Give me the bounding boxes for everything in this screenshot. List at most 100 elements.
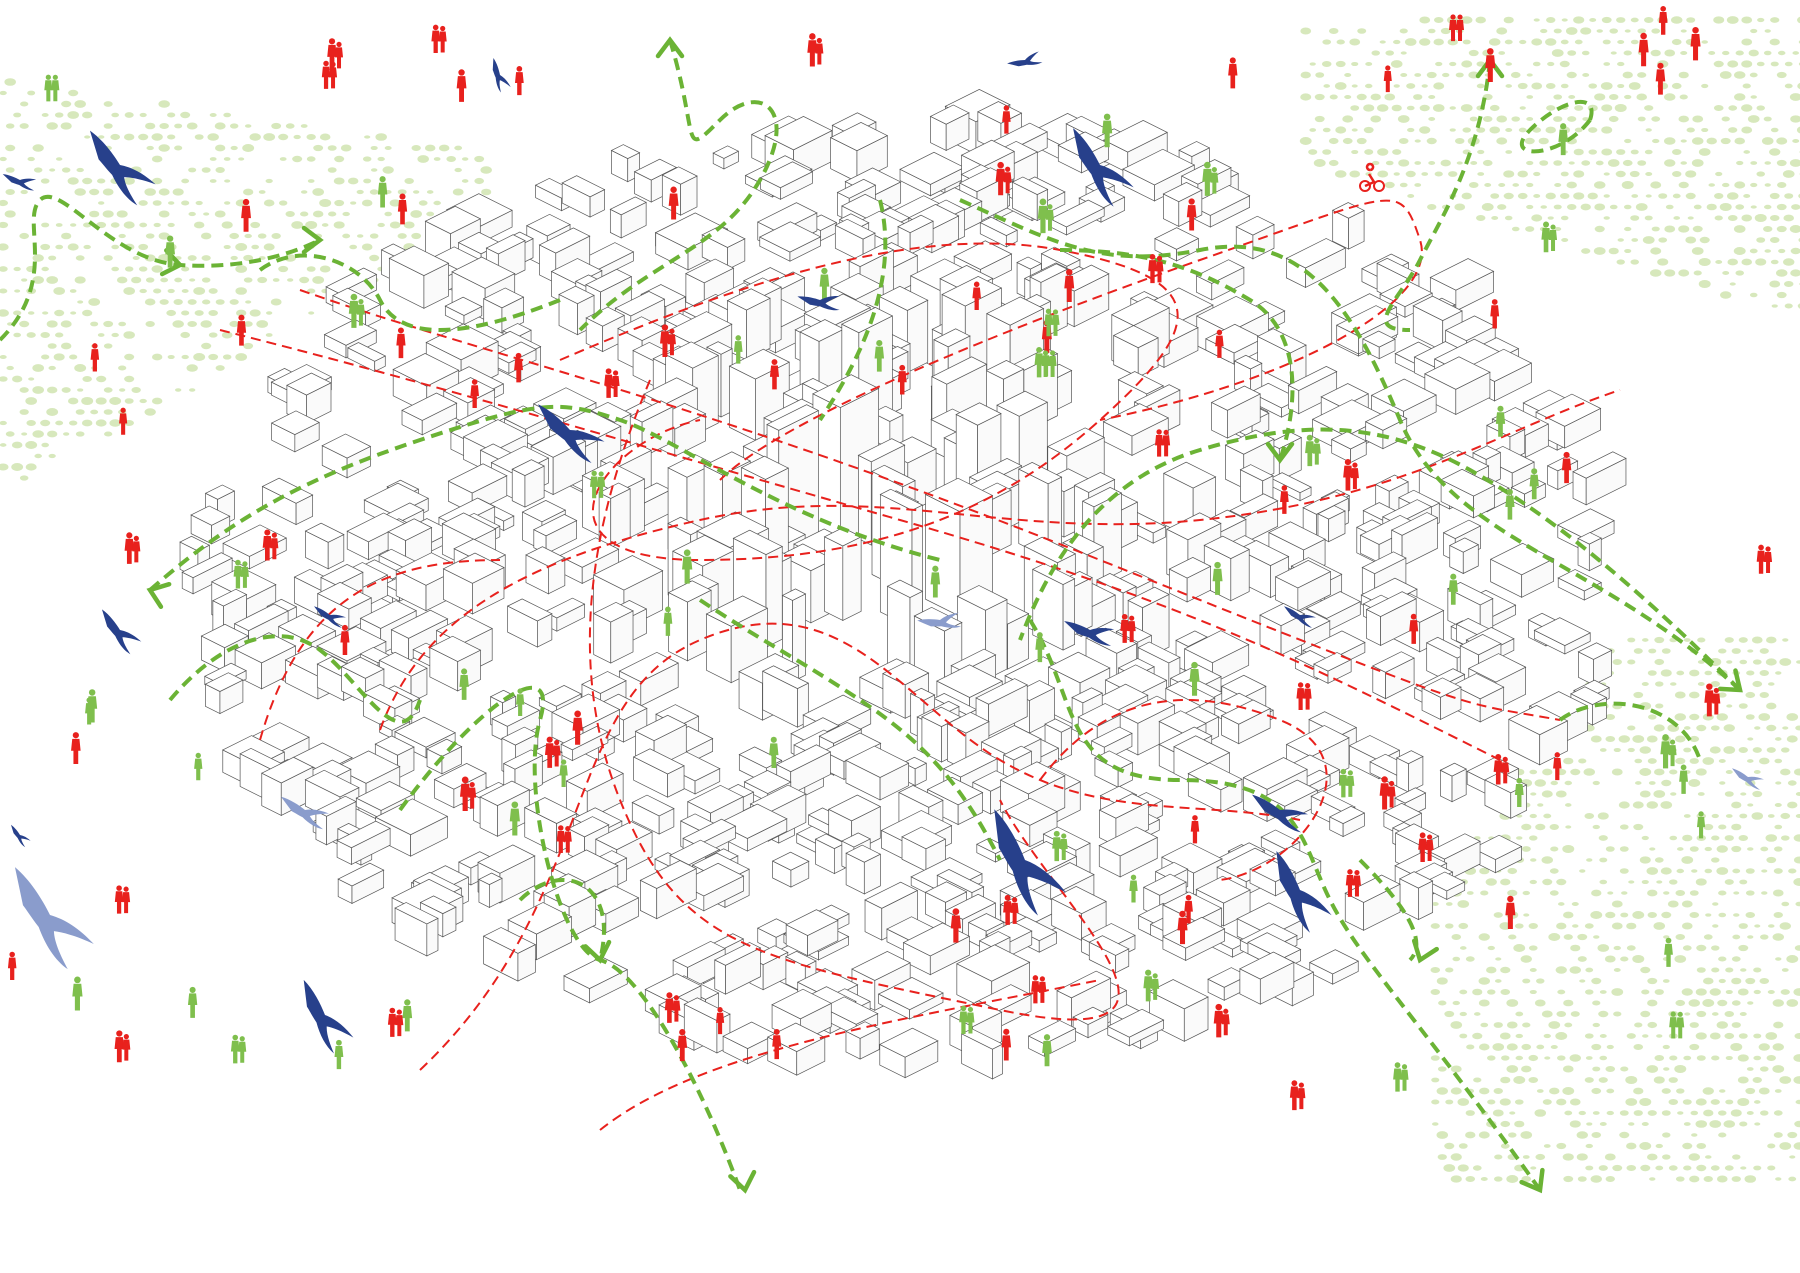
field-dot bbox=[1499, 1098, 1511, 1106]
field-dot bbox=[1531, 82, 1543, 90]
field-dot bbox=[1722, 271, 1730, 275]
pedestrian-head bbox=[1130, 874, 1137, 881]
field-dot bbox=[1515, 1011, 1524, 1017]
field-dot bbox=[1604, 955, 1616, 963]
field-dot bbox=[195, 200, 203, 206]
pedestrian-body bbox=[321, 66, 331, 89]
pedestrian-icon bbox=[335, 41, 344, 69]
field-dot bbox=[1680, 139, 1687, 143]
field-dot bbox=[257, 276, 268, 284]
building bbox=[563, 956, 629, 1004]
field-dot bbox=[1779, 1142, 1792, 1150]
pedestrian-head bbox=[952, 908, 960, 916]
field-dot bbox=[1702, 999, 1715, 1007]
building-roof bbox=[1102, 403, 1170, 437]
field-dot bbox=[4, 210, 16, 218]
field-dot bbox=[1770, 259, 1779, 265]
field-dot bbox=[1414, 183, 1422, 187]
field-dot bbox=[1725, 1099, 1734, 1105]
field-dot bbox=[1585, 989, 1594, 995]
building-roof bbox=[506, 598, 553, 622]
field-dot bbox=[1370, 93, 1381, 101]
field-dot bbox=[1497, 204, 1507, 210]
field-dot bbox=[1723, 746, 1736, 754]
field-dot bbox=[1695, 768, 1707, 776]
field-dot bbox=[1794, 1032, 1800, 1040]
field-dot bbox=[1521, 846, 1531, 852]
field-dot bbox=[1701, 83, 1709, 89]
pedestrian-head bbox=[1305, 683, 1311, 689]
field-dot bbox=[166, 309, 177, 317]
field-dot bbox=[215, 299, 225, 305]
field-dot bbox=[1767, 989, 1775, 995]
pedestrian-body bbox=[51, 80, 60, 102]
building-roof bbox=[732, 529, 784, 556]
building bbox=[1421, 677, 1462, 721]
building bbox=[1572, 451, 1627, 506]
pedestrian-head bbox=[88, 689, 96, 696]
pedestrian-body bbox=[1155, 261, 1164, 283]
field-dot bbox=[1764, 161, 1771, 165]
field-dot bbox=[1591, 1131, 1602, 1139]
field-dot bbox=[1674, 735, 1686, 743]
field-dot bbox=[1566, 204, 1577, 210]
pedestrian-head bbox=[558, 825, 564, 831]
field-dot bbox=[1696, 1142, 1707, 1150]
field-dot bbox=[1661, 1088, 1671, 1094]
field-dot bbox=[1753, 1055, 1762, 1061]
field-dot bbox=[1393, 172, 1400, 176]
field-dot bbox=[1450, 1021, 1463, 1029]
field-dot bbox=[158, 100, 170, 108]
field-dot bbox=[1529, 835, 1538, 841]
field-dot bbox=[1647, 758, 1657, 764]
field-dot bbox=[1686, 127, 1695, 133]
field-dot bbox=[1714, 215, 1723, 221]
field-dot bbox=[1637, 28, 1647, 34]
field-dot bbox=[461, 157, 469, 161]
field-dot bbox=[1731, 1022, 1741, 1028]
field-dot bbox=[189, 278, 196, 282]
field-dot bbox=[1559, 192, 1570, 200]
field-dot bbox=[1725, 989, 1733, 995]
field-dot bbox=[1778, 248, 1786, 254]
field-dot bbox=[1716, 1021, 1728, 1029]
pedestrian-head bbox=[516, 65, 523, 72]
field-dot bbox=[1557, 989, 1566, 995]
building-roof bbox=[550, 258, 603, 285]
field-dot bbox=[1687, 216, 1694, 220]
field-dot bbox=[1584, 1033, 1594, 1039]
field-dot bbox=[208, 353, 219, 361]
building-roof bbox=[1317, 505, 1346, 520]
field-dot bbox=[1616, 149, 1626, 155]
field-dot bbox=[41, 113, 49, 117]
field-dot bbox=[1509, 1111, 1516, 1115]
building-roof bbox=[1421, 677, 1462, 698]
field-dot bbox=[1692, 225, 1703, 233]
field-dot bbox=[1650, 181, 1662, 189]
field-dot bbox=[19, 232, 30, 240]
field-dot bbox=[1407, 194, 1415, 198]
field-dot bbox=[334, 155, 345, 163]
field-dot bbox=[55, 420, 64, 426]
field-dot bbox=[1596, 29, 1603, 33]
pedestrian-body bbox=[1690, 33, 1701, 61]
field-dot bbox=[1764, 29, 1771, 33]
field-dot bbox=[1646, 735, 1658, 743]
field-dot bbox=[1606, 1044, 1614, 1050]
field-dot bbox=[1364, 83, 1373, 89]
pedestrian-head bbox=[899, 364, 906, 371]
flow-arrow-icon bbox=[1411, 938, 1439, 964]
field-dot bbox=[1787, 1131, 1798, 1139]
building-roof bbox=[1137, 641, 1181, 664]
field-dot bbox=[1435, 61, 1443, 67]
field-dot bbox=[74, 188, 86, 196]
building-roof bbox=[490, 445, 550, 475]
field-dot bbox=[1775, 781, 1782, 785]
field-dot bbox=[1689, 846, 1699, 852]
field-dot bbox=[1593, 247, 1606, 255]
field-dot bbox=[1549, 890, 1559, 896]
pedestrian-head bbox=[242, 561, 248, 567]
field-dot bbox=[54, 112, 64, 118]
building-roof bbox=[401, 392, 458, 421]
field-dot bbox=[1711, 835, 1720, 841]
